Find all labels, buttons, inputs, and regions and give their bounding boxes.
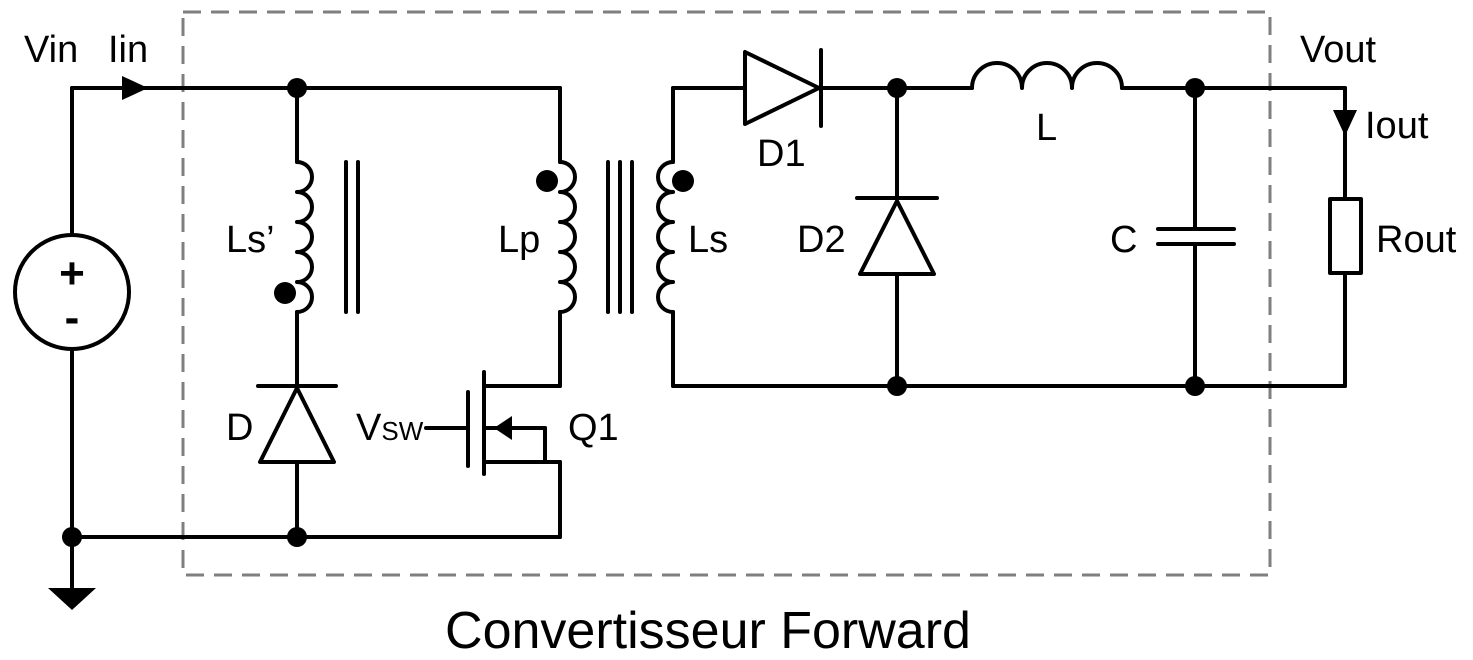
source-plus-sign: + [59, 249, 85, 298]
label-ls-prime: Ls’ [226, 219, 275, 261]
label-vin: Vin [24, 29, 78, 71]
diode-d1 [743, 48, 823, 128]
input-voltage-source: + - [13, 86, 131, 539]
label-vout: Vout [1300, 29, 1377, 71]
capacitor-c [1156, 86, 1236, 388]
diagram-title: Convertisseur Forward [445, 602, 971, 660]
junction-dot [287, 527, 307, 547]
label-l: L [1036, 107, 1057, 149]
secondary-winding-ls [656, 86, 694, 388]
label-c: C [1110, 219, 1137, 261]
label-q1: Q1 [568, 407, 619, 449]
polarity-dot [536, 170, 558, 192]
junction-dot [887, 78, 907, 98]
junction-dot [287, 78, 307, 98]
label-iin: Iin [108, 29, 148, 71]
label-ls: Ls [688, 219, 728, 261]
label-vsw-main: V [356, 407, 382, 449]
junction-dot [887, 376, 907, 396]
mosfet-q1 [424, 370, 562, 539]
polarity-dot [672, 170, 694, 192]
resistor-rout [1328, 86, 1363, 388]
label-iout: Iout [1365, 105, 1429, 147]
label-d: D [226, 407, 253, 449]
polarity-dot [274, 282, 296, 304]
junction-dots [62, 78, 1205, 547]
junction-dot [1185, 376, 1205, 396]
diode-d2 [855, 86, 939, 388]
label-d1: D1 [757, 133, 806, 175]
junction-dot [62, 527, 82, 547]
label-vsw: VSW [356, 407, 424, 449]
ground-symbol [48, 535, 96, 610]
converter-boundary [181, 10, 1272, 577]
source-minus-sign: - [65, 293, 80, 342]
label-rout: Rout [1376, 219, 1457, 261]
label-vsw-sub: SW [381, 416, 423, 446]
iin-arrow [122, 76, 148, 100]
label-d2: D2 [797, 219, 846, 261]
transformer-core [606, 160, 634, 314]
reset-winding-ls-prime [274, 86, 360, 387]
diode-d [256, 384, 338, 539]
inductor-l [970, 61, 1124, 90]
junction-dot [1185, 78, 1205, 98]
label-lp: Lp [498, 219, 540, 261]
primary-winding-lp [536, 86, 577, 388]
